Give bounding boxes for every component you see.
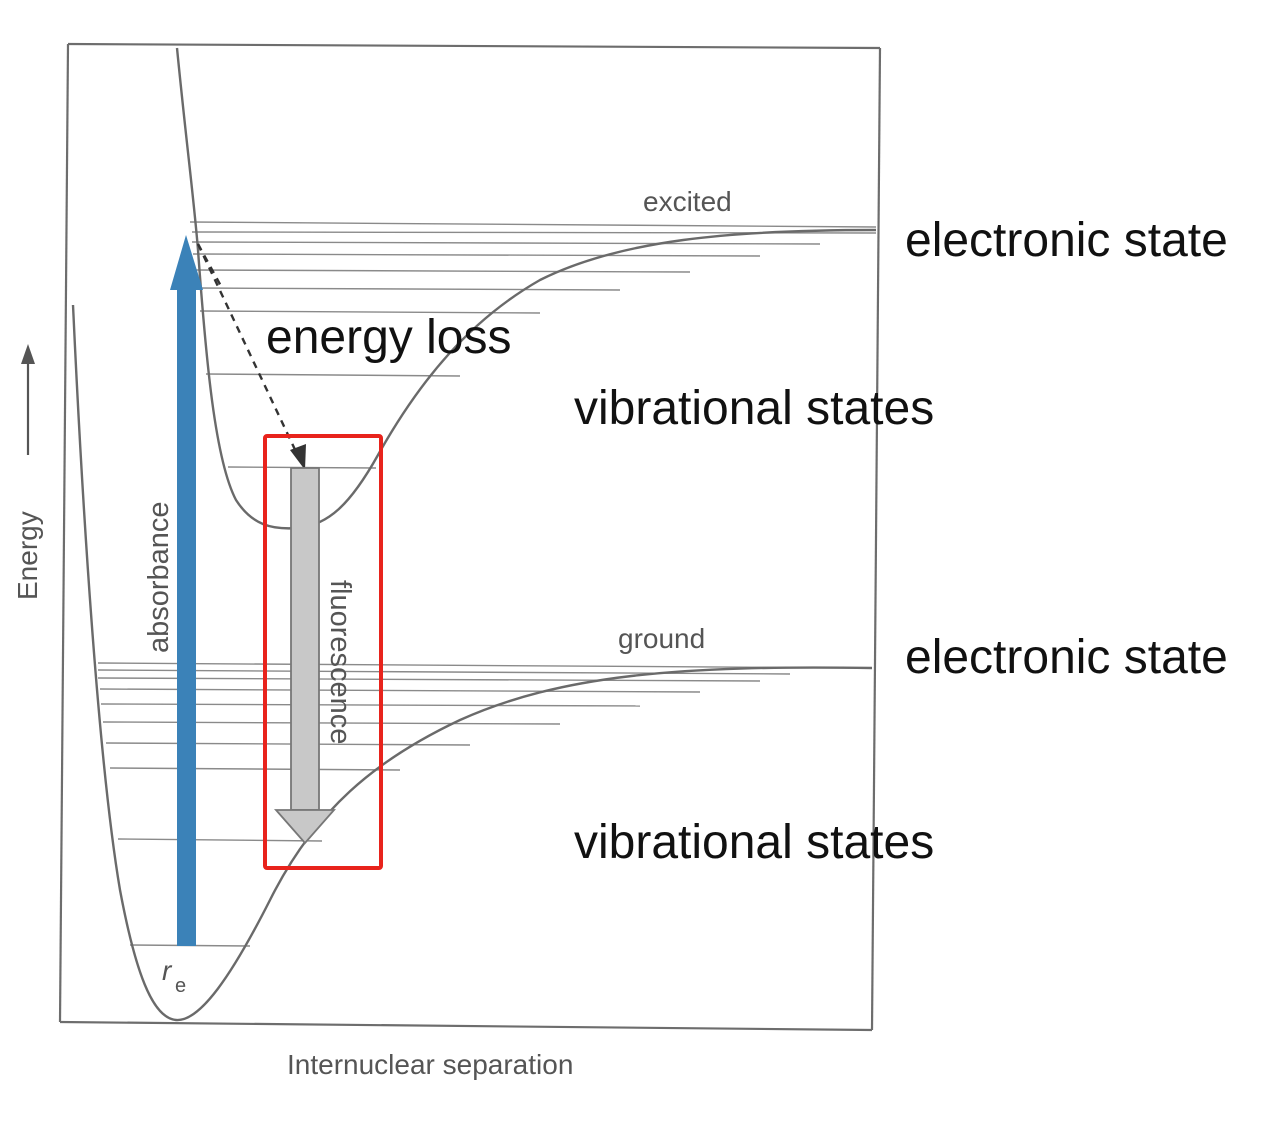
y-axis-arrow-head xyxy=(21,344,35,364)
energy-loss-annotation: energy loss xyxy=(266,311,511,364)
re-symbol: r xyxy=(162,955,173,986)
plot-frame xyxy=(58,42,882,1032)
excited-vibrational-states-annotation: vibrational states xyxy=(574,382,934,435)
excited-electronic-state-annotation: electronic state xyxy=(905,214,1228,267)
fluorescence-label: fluorescence xyxy=(324,580,356,744)
absorbance-arrow xyxy=(170,235,203,946)
fluorescence-arrow xyxy=(274,467,336,845)
excited-curve-label: excited xyxy=(643,186,732,217)
equilibrium-distance-label: r e xyxy=(162,955,186,997)
energy-loss-arrow xyxy=(196,243,306,470)
absorbance-label: absorbance xyxy=(143,501,175,653)
ground-vibrational-levels xyxy=(97,662,873,947)
ground-curve-label: ground xyxy=(618,623,705,654)
y-axis: Energy xyxy=(12,344,43,600)
fluorescence-highlight-box xyxy=(263,434,383,870)
ground-vibrational-states-annotation: vibrational states xyxy=(574,816,934,869)
x-axis-label: Internuclear separation xyxy=(287,1049,573,1080)
re-subscript: e xyxy=(175,975,186,997)
y-axis-label: Energy xyxy=(12,511,43,600)
ground-electronic-state-annotation: electronic state xyxy=(905,631,1228,684)
ground-state-curve xyxy=(71,304,873,1022)
